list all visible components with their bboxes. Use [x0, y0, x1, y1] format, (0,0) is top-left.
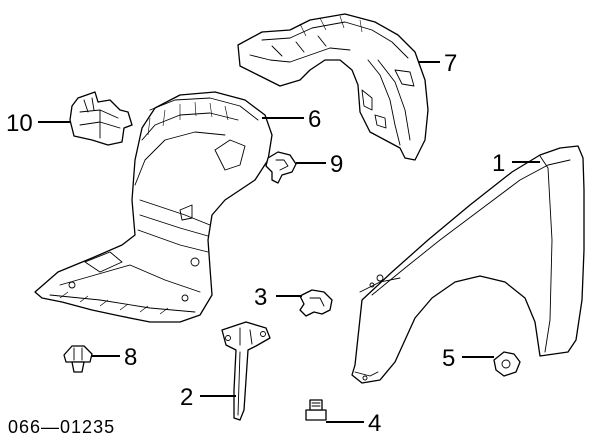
part-6-fender-liner-front	[34, 91, 273, 323]
callout-9: 9	[330, 151, 343, 178]
callout-2: 2	[180, 384, 193, 411]
part-4-bolt	[305, 399, 327, 421]
part-9-clip	[265, 151, 297, 184]
part-10-bracket	[69, 91, 133, 146]
callout-6: 6	[308, 106, 321, 133]
part-1-fender-panel	[351, 145, 585, 384]
part-2-bracket-stay	[221, 321, 271, 421]
callout-5: 5	[442, 345, 455, 372]
callout-8: 8	[124, 344, 137, 371]
callout-10: 10	[6, 110, 33, 137]
part-7-fender-liner-rear	[237, 13, 429, 161]
callout-7: 7	[444, 50, 457, 77]
part-3-clip	[299, 289, 333, 317]
callout-labels: 10 6 7 9 1 3 8 5 2 4	[6, 50, 505, 437]
part-5-clip-nut	[493, 351, 521, 377]
callout-4: 4	[368, 410, 381, 437]
diagram-number: 066—01235	[8, 417, 115, 437]
callout-3: 3	[254, 284, 267, 311]
part-8-push-pin	[63, 345, 93, 373]
leader-lines	[38, 61, 540, 423]
callout-1: 1	[492, 150, 505, 177]
